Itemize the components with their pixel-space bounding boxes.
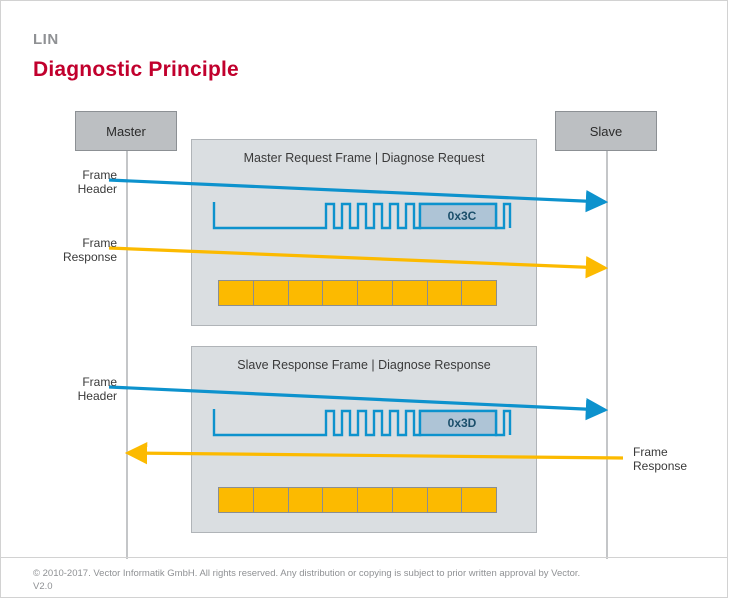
label-frame-header-response: Frame Header (11, 375, 117, 403)
data-byte (252, 280, 289, 306)
data-byte (322, 487, 358, 513)
actor-box-master: Master (75, 111, 177, 151)
label-line-2: Header (77, 182, 117, 196)
data-byte (252, 487, 289, 513)
footer-version: V2.0 (33, 581, 53, 592)
slide-kicker: LIN (33, 31, 59, 48)
footer-copyright: © 2010-2017. Vector Informatik GmbH. All… (33, 568, 581, 579)
label-frame-header-request: Frame Header (11, 168, 117, 196)
lin-waveform-request (212, 202, 512, 230)
data-byte-row-response (218, 487, 497, 513)
data-byte (357, 280, 393, 306)
frame-panel-title-request: Master Request Frame | Diagnose Request (243, 151, 485, 165)
data-byte (218, 280, 254, 306)
lifeline-master (126, 151, 128, 559)
label-frame-response-slave: Frame Response (633, 445, 725, 473)
label-line-1: Frame (82, 236, 117, 250)
frame-panel-slave-response: Slave Response Frame | Diagnose Response… (191, 346, 537, 533)
data-byte (426, 280, 463, 306)
data-byte (357, 487, 393, 513)
label-line-2: Response (633, 459, 688, 473)
frame-id-box-request (418, 202, 498, 230)
label-line-2: Response (62, 250, 117, 264)
data-byte (461, 487, 497, 513)
frame-id-box-response (418, 409, 498, 437)
data-byte (287, 280, 324, 306)
actor-box-slave: Slave (555, 111, 657, 151)
lifeline-slave (606, 151, 608, 559)
actor-label-slave: Slave (589, 123, 623, 139)
label-frame-response-request: Frame Response (11, 236, 117, 264)
data-byte (426, 487, 463, 513)
data-byte (322, 280, 358, 306)
data-byte-row-request (218, 280, 497, 306)
data-byte (218, 487, 254, 513)
label-line-1: Frame (82, 168, 117, 182)
frame-panel-title-response: Slave Response Frame | Diagnose Response (237, 358, 491, 372)
label-line-2: Header (77, 389, 117, 403)
data-byte (391, 280, 428, 306)
footer-divider (1, 557, 727, 558)
footer-text: © 2010-2017. Vector Informatik GmbH. All… (33, 567, 693, 593)
page-title: Diagnostic Principle (33, 58, 239, 81)
data-byte (391, 487, 428, 513)
frame-panel-master-request: Master Request Frame | Diagnose Request … (191, 139, 537, 326)
actor-label-master: Master (106, 123, 146, 139)
data-byte (461, 280, 497, 306)
data-byte (287, 487, 324, 513)
label-line-1: Frame (82, 375, 117, 389)
lin-waveform-response (212, 409, 512, 437)
label-line-1: Frame (633, 445, 668, 459)
